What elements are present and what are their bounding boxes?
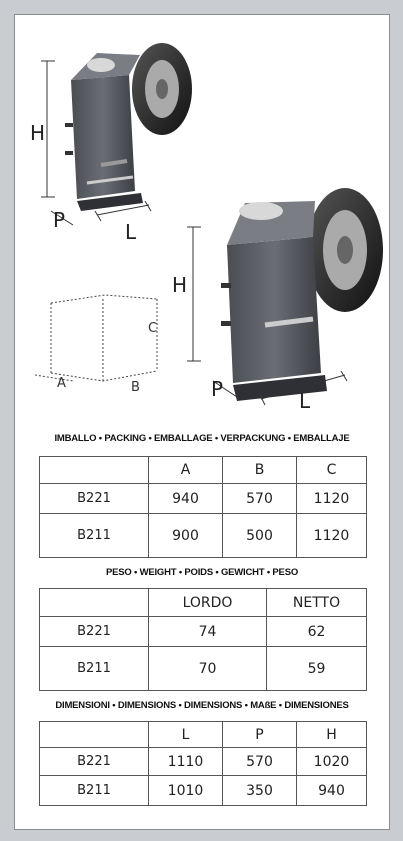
header-cell: B <box>222 456 297 484</box>
model-cell: B211 <box>39 646 149 691</box>
value-cell: 570 <box>222 483 297 514</box>
header-cell: C <box>296 456 367 484</box>
weight-table: LORDO NETTO B221 74 62 B211 70 59 <box>39 588 367 691</box>
table-row: B221 74 62 <box>39 616 367 647</box>
value-cell: 1010 <box>148 775 223 806</box>
box-dim-b-label: B <box>131 380 140 395</box>
wheel-balancer-small <box>65 43 192 211</box>
dimension-lines-small <box>41 60 152 226</box>
header-cell <box>39 456 149 484</box>
value-cell: 570 <box>222 747 297 776</box>
table-row: B211 1010 350 940 <box>39 775 367 806</box>
header-cell <box>39 588 149 617</box>
value-cell: 62 <box>266 616 367 647</box>
table-row: B211 900 500 1120 <box>39 513 367 558</box>
value-cell: 1120 <box>296 483 367 514</box>
machine-illustrations: H P L H P L A B C <box>15 15 389 415</box>
header-cell <box>39 721 149 748</box>
value-cell: 70 <box>148 646 267 691</box>
length-label-large: L <box>299 389 311 413</box>
value-cell: 350 <box>222 775 297 806</box>
value-cell: 74 <box>148 616 267 647</box>
spec-sheet: H P L H P L A B C IMBALLO • PACKING • EM… <box>14 14 390 830</box>
header-cell: NETTO <box>266 588 367 617</box>
header-cell: P <box>222 721 297 748</box>
machine-drawings <box>34 43 383 406</box>
value-cell: 940 <box>296 775 367 806</box>
dimensions-table: L P H B221 1110 570 1020 B211 1010 350 9… <box>39 721 367 806</box>
packing-table: A B C B221 940 570 1120 B211 900 500 112… <box>39 456 367 558</box>
model-cell: B221 <box>39 483 149 514</box>
header-cell: H <box>296 721 367 748</box>
model-cell: B211 <box>39 775 149 806</box>
table-row: B211 70 59 <box>39 646 367 691</box>
packing-header-row: A B C <box>39 456 367 484</box>
header-cell: A <box>148 456 223 484</box>
height-label-large: H <box>172 273 188 297</box>
model-cell: B211 <box>39 513 149 558</box>
weight-header-row: LORDO NETTO <box>39 588 367 617</box>
header-cell: LORDO <box>148 588 267 617</box>
table-row: B221 1110 570 1020 <box>39 747 367 776</box>
wheel-balancer-large <box>221 188 383 401</box>
value-cell: 1110 <box>148 747 223 776</box>
dimensions-section-title: DIMENSIONI • DIMENSIONS • DIMENSIONS • M… <box>55 700 349 711</box>
packing-section-title: IMBALLO • PACKING • EMBALLAGE • VERPACKU… <box>54 433 350 444</box>
header-cell: L <box>148 721 223 748</box>
dimensions-header-row: L P H <box>39 721 367 748</box>
value-cell: 1020 <box>296 747 367 776</box>
value-cell: 59 <box>266 646 367 691</box>
table-row: B221 940 570 1120 <box>39 483 367 514</box>
value-cell: 940 <box>148 483 223 514</box>
value-cell: 1120 <box>296 513 367 558</box>
value-cell: 500 <box>222 513 297 558</box>
packing-box-wireframe <box>34 294 158 382</box>
value-cell: 900 <box>148 513 223 558</box>
length-label-small: L <box>125 220 137 244</box>
height-label-small: H <box>30 121 46 145</box>
box-dim-c-label: C <box>148 321 158 336</box>
depth-label-large: P <box>211 377 224 401</box>
weight-section-title: PESO • WEIGHT • POIDS • GEWICHT • PESO <box>105 567 299 578</box>
dimension-lines-large <box>187 226 348 406</box>
depth-label-small: P <box>53 208 66 232</box>
model-cell: B221 <box>39 616 149 647</box>
box-dim-a-label: A <box>57 376 66 391</box>
model-cell: B221 <box>39 747 149 776</box>
